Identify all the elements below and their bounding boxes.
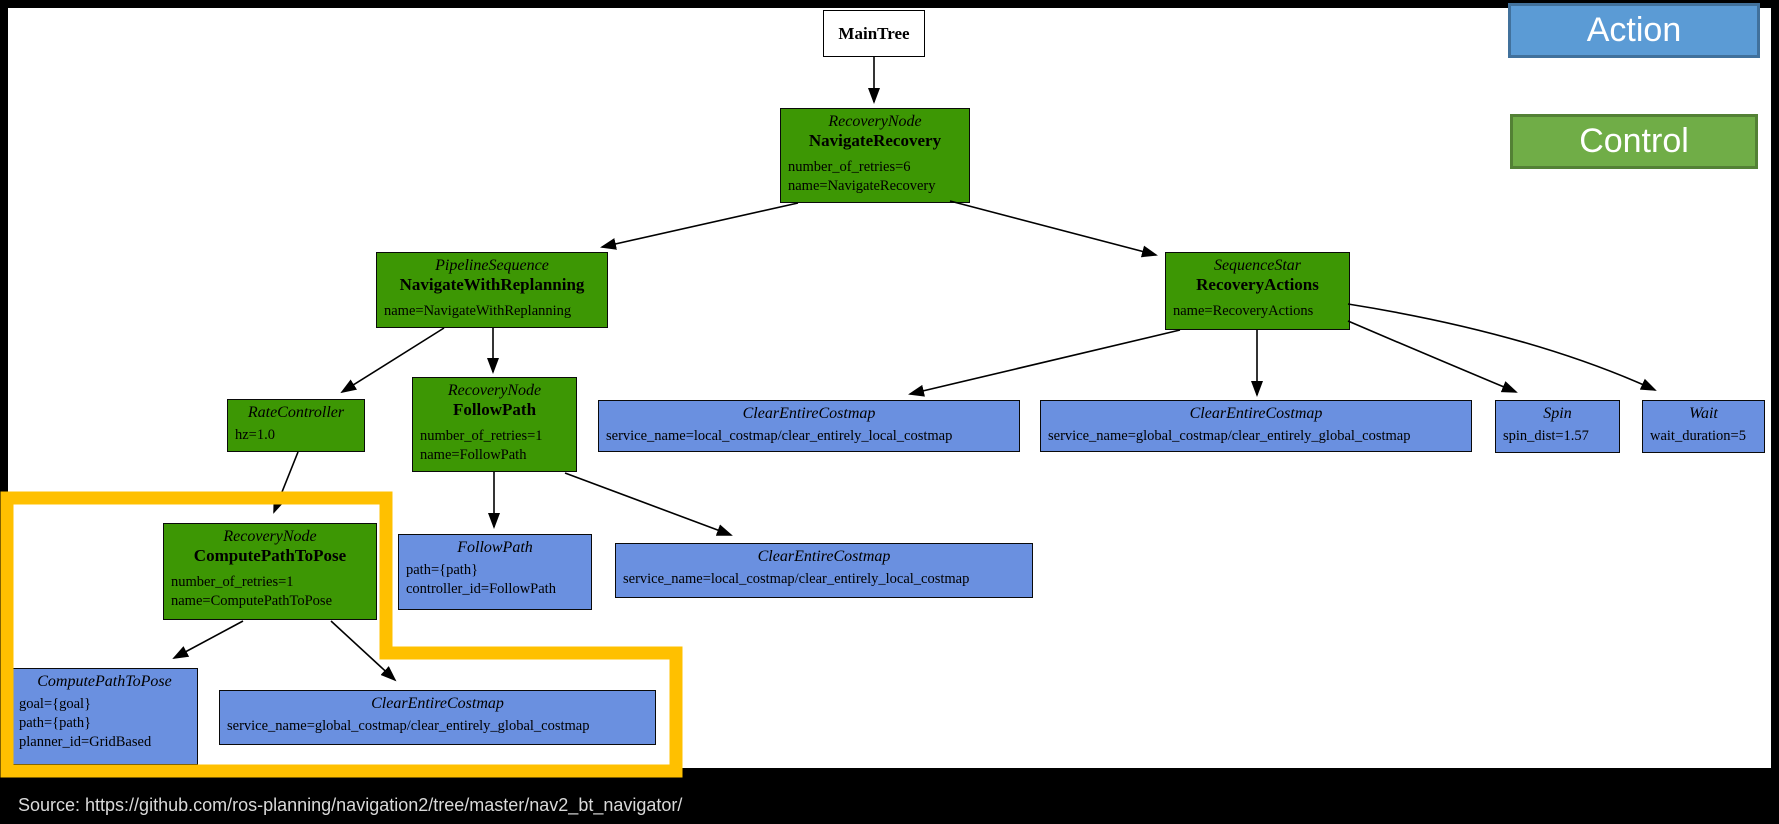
- node-attr: controller_id=FollowPath: [406, 581, 556, 597]
- node-type-label: ClearEntireCostmap: [757, 548, 891, 565]
- bt-node-clear-local-costmap-top: ClearEntireCostmap service_name=local_co…: [598, 400, 1020, 452]
- bt-node-spin: Spin spin_dist=1.57: [1495, 400, 1620, 453]
- node-attr: path={path}: [406, 562, 479, 578]
- node-attr: planner_id=GridBased: [19, 734, 152, 750]
- bt-node-clear-local-costmap-mid: ClearEntireCostmap service_name=local_co…: [615, 543, 1033, 598]
- node-type-label: SequenceStar: [1213, 257, 1302, 274]
- legend-action: Action: [1508, 3, 1760, 58]
- bt-node-recovery-actions: SequenceStar RecoveryActions name=Recove…: [1165, 252, 1350, 330]
- node-attr: wait_duration=5: [1650, 428, 1746, 444]
- node-attr: hz=1.0: [235, 427, 275, 443]
- bt-node-compute-path-recovery: RecoveryNode ComputePathToPose number_of…: [163, 523, 377, 620]
- node-name-label: NavigateRecovery: [808, 131, 942, 150]
- bt-node-follow-path-recovery: RecoveryNode FollowPath number_of_retrie…: [412, 377, 577, 472]
- node-name-label: RecoveryActions: [1196, 275, 1319, 294]
- node-type-label: ComputePathToPose: [37, 673, 172, 690]
- node-attr: number_of_retries=1: [171, 574, 294, 590]
- legend-control: Control: [1510, 114, 1758, 169]
- node-attr: spin_dist=1.57: [1503, 428, 1589, 444]
- bt-node-navigate-with-replanning: PipelineSequence NavigateWithReplanning …: [376, 252, 608, 328]
- node-type-label: Spin: [1543, 405, 1572, 422]
- node-attr: number_of_retries=1: [420, 428, 543, 444]
- maintree-label: MainTree: [838, 23, 910, 43]
- bt-node-follow-path-action: FollowPath path={path} controller_id=Fol…: [398, 534, 592, 610]
- bt-node-maintree: MainTree: [823, 10, 925, 57]
- node-name-label: ComputePathToPose: [193, 546, 347, 565]
- node-attr: service_name=global_costmap/clear_entire…: [1048, 428, 1411, 444]
- node-type-label: FollowPath: [457, 539, 533, 556]
- node-attr: name=NavigateRecovery: [788, 178, 936, 194]
- node-type-label: RateController: [247, 404, 345, 421]
- node-name-label: NavigateWithReplanning: [399, 275, 585, 294]
- node-type-label: RecoveryNode: [828, 113, 922, 130]
- legend-control-label: Control: [1579, 122, 1689, 160]
- bt-node-clear-global-costmap-bottom: ClearEntireCostmap service_name=global_c…: [219, 690, 656, 745]
- node-attr: goal={goal}: [19, 696, 92, 712]
- bt-node-navigate-recovery: RecoveryNode NavigateRecovery number_of_…: [780, 108, 970, 203]
- node-attr: name=ComputePathToPose: [171, 593, 333, 609]
- node-attr: name=RecoveryActions: [1173, 303, 1314, 319]
- node-attr: service_name=local_costmap/clear_entirel…: [606, 428, 953, 444]
- node-attr: service_name=global_costmap/clear_entire…: [227, 718, 590, 734]
- bt-node-wait: Wait wait_duration=5: [1642, 400, 1765, 453]
- node-type-label: RecoveryNode: [447, 382, 542, 399]
- node-attr: path={path}: [19, 715, 92, 731]
- node-attr: service_name=local_costmap/clear_entirel…: [623, 571, 970, 587]
- node-type-label: PipelineSequence: [435, 257, 549, 274]
- node-attr: number_of_retries=6: [788, 159, 911, 175]
- bt-node-compute-path-action: ComputePathToPose goal={goal} path={path…: [11, 668, 198, 765]
- node-type-label: RecoveryNode: [223, 528, 317, 545]
- source-attribution: Source: https://github.com/ros-planning/…: [18, 795, 683, 815]
- node-attr: name=FollowPath: [420, 447, 527, 463]
- node-type-label: ClearEntireCostmap: [742, 405, 876, 422]
- bt-node-clear-global-costmap-top: ClearEntireCostmap service_name=global_c…: [1040, 400, 1472, 452]
- legend-action-label: Action: [1586, 11, 1682, 49]
- node-attr: name=NavigateWithReplanning: [384, 303, 572, 319]
- node-type-label: Wait: [1689, 405, 1718, 422]
- bt-node-rate-controller: RateController hz=1.0: [227, 399, 365, 452]
- node-type-label: ClearEntireCostmap: [371, 695, 504, 712]
- node-name-label: FollowPath: [452, 400, 537, 419]
- node-type-label: ClearEntireCostmap: [1189, 405, 1323, 422]
